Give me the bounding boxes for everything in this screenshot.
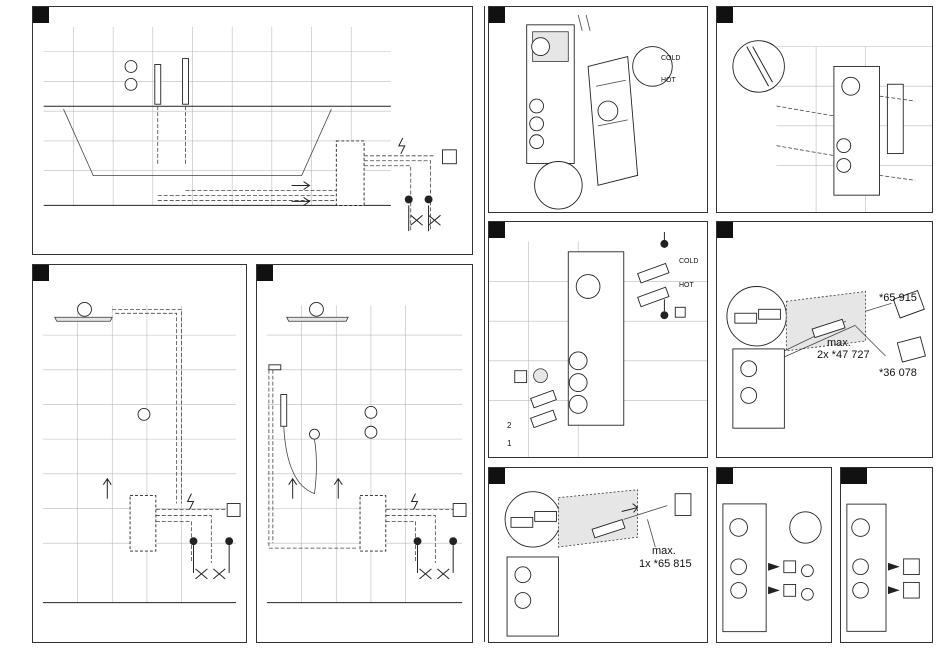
step-1-label: 1 xyxy=(507,438,511,450)
cold-label: COLD xyxy=(661,53,680,65)
hot-label: HOT xyxy=(661,75,676,87)
panel-shower-handshower xyxy=(256,264,473,643)
bathtub-illustration xyxy=(33,7,472,254)
part-36078-label: *36 078 xyxy=(879,367,917,379)
panel-rough-in-cover: COLD HOT xyxy=(488,6,708,213)
panel-wall-mounting xyxy=(716,6,933,213)
max-label: max. xyxy=(827,337,851,349)
max-label-2: max. xyxy=(652,545,676,557)
page-divider xyxy=(484,6,485,642)
max-quantity-label: 2x *47 727 xyxy=(817,349,870,361)
outlet-fittings-illustration xyxy=(717,468,831,642)
shower-handshower-illustration xyxy=(257,265,472,642)
panel-thread-connections: COLD HOT 2 1 xyxy=(488,221,708,458)
plugs-illustration xyxy=(841,468,932,642)
panel-cable-connection: max. 1x *65 815 xyxy=(488,467,708,643)
panel-outlet-fittings xyxy=(716,467,832,643)
max-quantity-label-2: 1x *65 815 xyxy=(639,558,692,570)
rough-in-cover-illustration xyxy=(489,7,707,212)
wall-mounting-illustration xyxy=(717,7,932,212)
shower-headshower-illustration xyxy=(33,265,246,642)
panel-plugs xyxy=(840,467,933,643)
panel-shower-headshower xyxy=(32,264,247,643)
electronic-connection-illustration xyxy=(717,222,932,457)
part-65915-label: *65 915 xyxy=(879,292,917,304)
step-2-label: 2 xyxy=(507,420,511,432)
panel-electronic-connection: *65 915 max. 2x *47 727 *36 078 xyxy=(716,221,933,458)
hot-label-2: HOT xyxy=(679,280,694,292)
cold-label-2: COLD xyxy=(679,256,698,268)
panel-bathtub-overview xyxy=(32,6,473,255)
thread-connections-illustration xyxy=(489,222,707,457)
